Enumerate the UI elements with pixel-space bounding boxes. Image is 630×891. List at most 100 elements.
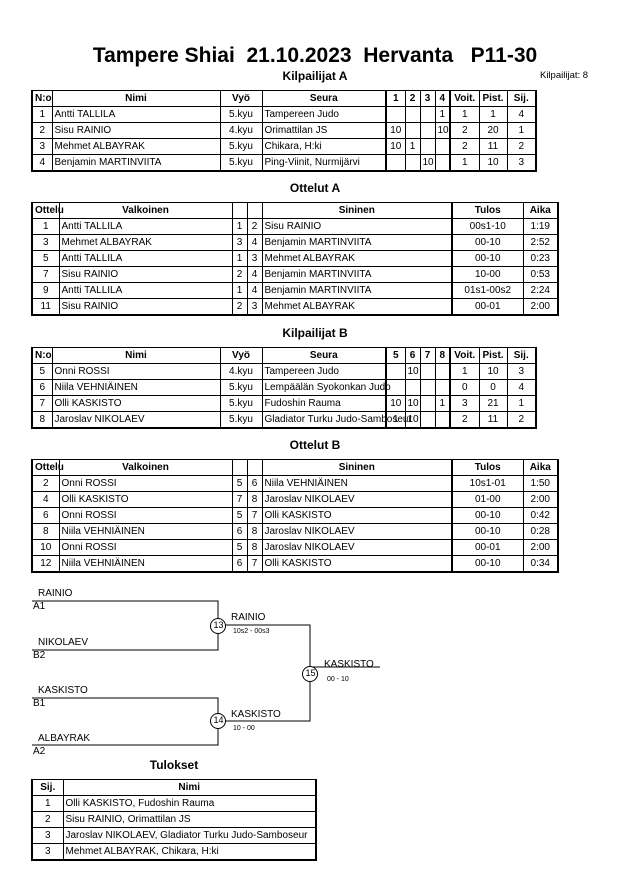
- sf2-score: 10 - 00: [233, 725, 255, 732]
- table-cell: 5.kyu: [219, 395, 263, 412]
- column-header: N:o: [31, 347, 53, 364]
- table-cell: 2: [449, 411, 480, 429]
- column-header: Valkoinen: [58, 459, 233, 476]
- table-cell: 2: [449, 138, 480, 155]
- table-cell: 4: [31, 154, 53, 172]
- table-cell: 5.kyu: [219, 379, 263, 396]
- table-cell: 5.kyu: [219, 138, 263, 155]
- column-header: Pist.: [478, 90, 508, 107]
- column-header: Sij.: [506, 347, 537, 364]
- sf2-winner: KASKISTO: [231, 709, 281, 720]
- table-cell: 2: [231, 298, 248, 316]
- column-header: Sij.: [31, 779, 64, 796]
- table-cell: 2: [506, 411, 537, 429]
- column-header: Valkoinen: [58, 202, 233, 219]
- table-cell: [419, 363, 436, 380]
- table-cell: Lempäälän Syokonkan Judo: [261, 379, 391, 396]
- column-header: 4: [434, 90, 451, 107]
- table-cell: 1: [449, 154, 480, 172]
- table-cell: 10: [404, 411, 421, 429]
- table-cell: [404, 154, 421, 172]
- table-cell: Sisu RAINIO: [58, 266, 233, 283]
- table-cell: Jaroslav NIKOLAEV: [261, 523, 453, 540]
- table-cell: [419, 395, 436, 412]
- table-cell: 2: [31, 811, 64, 828]
- table-cell: 1:19: [522, 218, 559, 235]
- table-cell: 0:53: [522, 266, 559, 283]
- table-cell: 4: [31, 491, 60, 508]
- table-cell: 2: [31, 475, 60, 492]
- table-cell: 0:23: [522, 250, 559, 267]
- table-cell: 10: [434, 122, 451, 139]
- table-cell: 3: [506, 363, 537, 380]
- table-cell: Onni ROSSI: [58, 539, 233, 556]
- column-header: Sininen: [261, 459, 453, 476]
- table-cell: 5.kyu: [219, 154, 263, 172]
- table-cell: 2:00: [522, 298, 559, 316]
- table-cell: 10: [385, 122, 406, 139]
- table-cell: 8: [246, 523, 263, 540]
- table-cell: 5: [231, 507, 248, 524]
- table-cell: Olli KASKISTO, Fudoshin Rauma: [62, 795, 317, 812]
- table-cell: 10: [385, 395, 406, 412]
- table-cell: 1: [478, 106, 508, 123]
- column-header: 1: [385, 90, 406, 107]
- matches-a-heading: Ottelut A: [289, 181, 341, 195]
- table-cell: 4: [506, 106, 537, 123]
- table-cell: 11: [478, 138, 508, 155]
- column-header: 3: [419, 90, 436, 107]
- table-cell: Benjamin MARTINVIITA: [261, 234, 453, 251]
- table-cell: 1: [434, 395, 451, 412]
- table-cell: 6: [31, 507, 60, 524]
- table-cell: 01-00: [451, 491, 524, 508]
- table-cell: 0:42: [522, 507, 559, 524]
- table-cell: 5.kyu: [219, 411, 263, 429]
- table-cell: 1: [404, 138, 421, 155]
- table-cell: Orimattilan JS: [261, 122, 387, 139]
- sf2-top-name: KASKISTO: [38, 685, 88, 696]
- table-cell: 2:00: [522, 491, 559, 508]
- table-cell: Niila VEHNIÄINEN: [51, 379, 221, 396]
- sf2-bottom-name: ALBAYRAK: [38, 733, 91, 744]
- table-cell: Antti TALLILA: [51, 106, 221, 123]
- column-header: Nimi: [62, 779, 317, 796]
- table-cell: Tampereen Judo: [261, 106, 387, 123]
- table-cell: Chikara, H:ki: [261, 138, 387, 155]
- page-title: Tampere Shiai 21.10.2023 Hervanta P11-30: [92, 44, 538, 67]
- table-cell: 7: [31, 395, 53, 412]
- sf1-top-seed: A1: [33, 601, 46, 612]
- table-cell: Olli KASKISTO: [51, 395, 221, 412]
- table-cell: [419, 138, 436, 155]
- table-cell: Mehmet ALBAYRAK: [58, 234, 233, 251]
- column-header: Tulos: [451, 202, 524, 219]
- table-cell: 00s1-10: [451, 218, 524, 235]
- table-cell: 7: [31, 266, 60, 283]
- column-header: 2: [404, 90, 421, 107]
- pool-a-heading: Kilpailijat A: [282, 69, 348, 83]
- table-cell: 10: [478, 363, 508, 380]
- column-header: 8: [434, 347, 451, 364]
- table-cell: Sisu RAINIO: [261, 218, 453, 235]
- table-cell: 4: [246, 282, 263, 299]
- table-cell: Sisu RAINIO, Orimattilan JS: [62, 811, 317, 828]
- table-cell: Mehmet ALBAYRAK: [261, 298, 453, 316]
- table-cell: [385, 106, 406, 123]
- table-cell: 0: [449, 379, 480, 396]
- table-cell: Niila VEHNIÄINEN: [58, 555, 233, 573]
- table-cell: Jaroslav NIKOLAEV: [261, 539, 453, 556]
- table-cell: 0: [478, 379, 508, 396]
- table-cell: 2:52: [522, 234, 559, 251]
- table-cell: [434, 154, 451, 172]
- column-header: Ottelu: [31, 459, 64, 476]
